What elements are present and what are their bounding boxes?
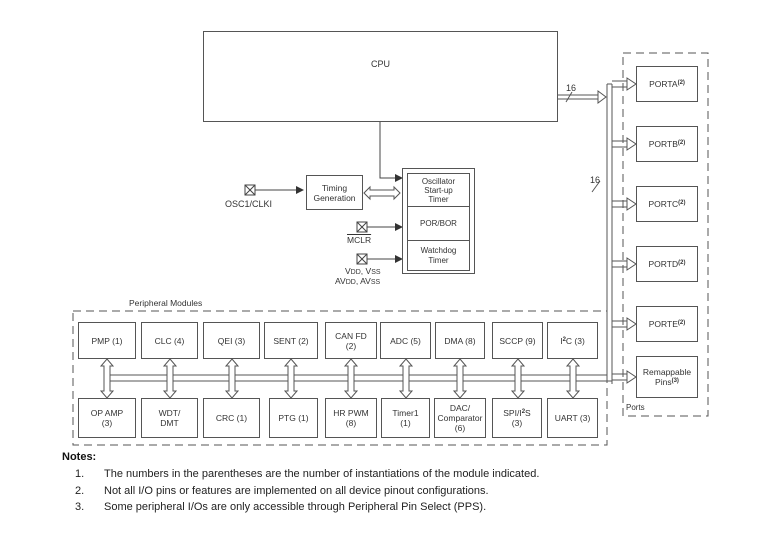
bus-double-arrow (162, 358, 178, 399)
timing-generation-block: Timing Generation (306, 175, 363, 210)
module-dma-8: DMA (8) (435, 322, 485, 359)
ports-group-label: Ports (626, 403, 645, 412)
power-pin-label-line2: AVDD, AVSS (335, 276, 381, 286)
pin-symbols (244, 184, 368, 265)
module-adc-5: ADC (5) (380, 322, 431, 359)
port-branch-arrow (612, 197, 637, 211)
module-spi-i2s: SPI/I2S(3) (492, 398, 542, 438)
port-porte: PORTE(2) (636, 306, 698, 342)
osc-pin-label: OSC1/CLKI (225, 199, 273, 209)
bus-double-arrow (99, 358, 115, 399)
note-3: 3.Some peripheral I/Os are only accessib… (75, 501, 487, 513)
module-wdt: WDT/DMT (141, 398, 198, 438)
cpu-bus-width-label: 16 (566, 83, 577, 93)
port-bus-width-label: 16 (590, 175, 601, 185)
port-vertical-bus (591, 84, 613, 384)
power-pin-label-line1: VDD, VSS (345, 266, 381, 276)
osc-pin-icon (244, 184, 256, 196)
por-bor-block: POR/BOR (407, 207, 470, 241)
peripheral-bus-arrows (99, 358, 581, 399)
module-hr-pwm: HR PWM(8) (325, 398, 377, 438)
module-crc-1: CRC (1) (203, 398, 260, 438)
bus-double-arrow (565, 358, 581, 399)
port-portc: PORTC(2) (636, 186, 698, 222)
oscillator-startup-timer: Oscillator Start-up Timer (407, 173, 470, 207)
cpu-port-bus (557, 90, 607, 104)
watchdog-timer-block: Watchdog Timer (407, 241, 470, 271)
module-clc-4: CLC (4) (141, 322, 198, 359)
port-branch-arrow (612, 370, 637, 384)
port-portd: PORTD(2) (636, 246, 698, 282)
cpu-block: CPU (203, 31, 558, 122)
port-branch-arrow (612, 257, 637, 271)
port-portb: PORTB(2) (636, 126, 698, 162)
cpu-to-oscillator-wire (379, 121, 403, 182)
port-branch-arrow (612, 77, 637, 91)
port-branches (607, 77, 637, 384)
mclr-pin-icon (356, 221, 368, 233)
module-pmp-1: PMP (1) (78, 322, 136, 359)
port-porta: PORTA(2) (636, 66, 698, 102)
module-qei-3: QEI (3) (203, 322, 260, 359)
module-timer1: Timer1(1) (381, 398, 430, 438)
module-sent-2: SENT (2) (264, 322, 318, 359)
bus-double-arrow (283, 358, 299, 399)
module-uart-3: UART (3) (547, 398, 598, 438)
bus-double-arrow (398, 358, 414, 399)
notes-title: Notes: (62, 451, 97, 463)
module-dac: DAC/Comparator(6) (434, 398, 486, 438)
peripheral-bus (108, 374, 612, 382)
module-sccp-9: SCCP (9) (492, 322, 543, 359)
note-2: 2.Not all I/O pins or features are imple… (75, 485, 489, 497)
bus-double-arrow (224, 358, 240, 399)
cpu-label: CPU (370, 59, 390, 69)
bus-double-arrow (343, 358, 359, 399)
port-branch-arrow (612, 317, 637, 331)
peripheral-group-label: Peripheral Modules (129, 298, 203, 308)
pin-wires (254, 186, 403, 263)
power-pin-icon (356, 253, 368, 265)
module-i2c-3: I2C (3) (547, 322, 598, 359)
module-can-fd: CAN FD(2) (325, 322, 377, 359)
timing-oscillator-link (363, 185, 401, 201)
port-branch-arrow (612, 137, 637, 151)
system-blocks-group: Oscillator Start-up Timer POR/BOR Watchd… (402, 168, 475, 274)
mclr-pin-label: MCLR (347, 235, 372, 245)
bus-double-arrow (510, 358, 526, 399)
bus-double-arrow (452, 358, 468, 399)
note-1: 1.The numbers in the parentheses are the… (75, 468, 540, 480)
module-op-amp: OP AMP(3) (78, 398, 136, 438)
ports-group-border (622, 52, 709, 417)
module-ptg-1: PTG (1) (269, 398, 318, 438)
